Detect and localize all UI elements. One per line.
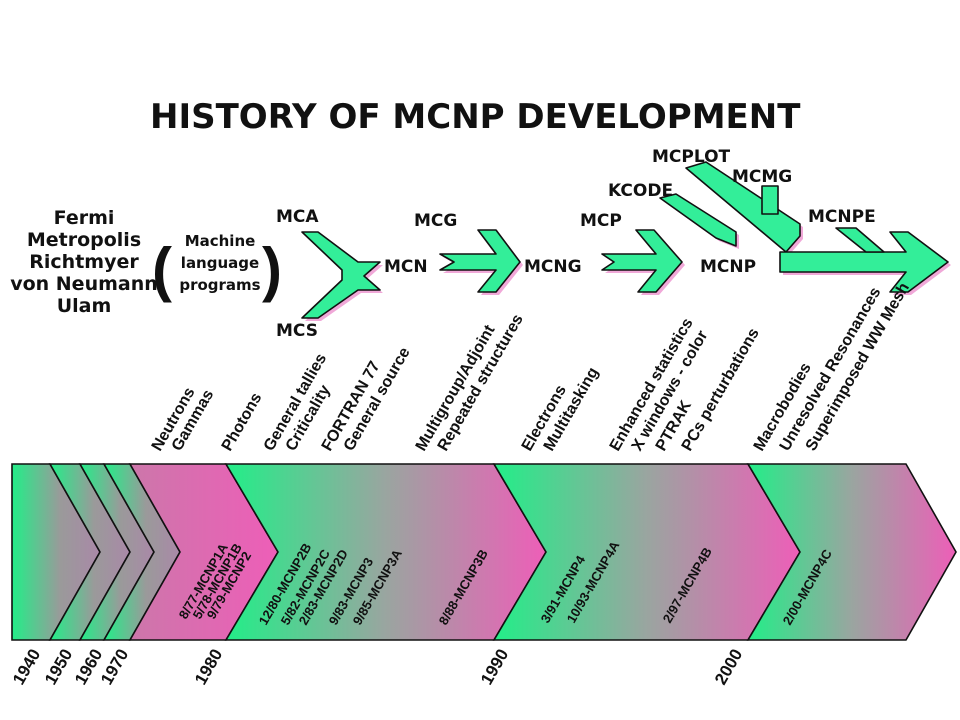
kcode-arrow [659, 193, 737, 247]
close-parenthesis: ) [262, 236, 282, 303]
pioneer-name: Fermi [54, 207, 115, 229]
code-label-mcnpe: MCNPE [808, 207, 876, 227]
open-parenthesis: ( [152, 236, 172, 303]
mcn-to-mcng-arrow [439, 229, 521, 293]
code-label-mcplot: MCPLOT [652, 147, 731, 167]
mcnpe-branch-arrow [835, 227, 885, 253]
code-label-mcnp: MCNP [700, 257, 756, 277]
machine-language-line: programs [179, 276, 260, 294]
feature-labels: Neutrons Gammas Photons General tallies … [149, 280, 913, 454]
code-label-mcg: MCG [414, 211, 457, 231]
year-label: 1940 [9, 646, 44, 688]
mcmg-arrow [761, 185, 779, 215]
machine-language-group: ( Machine language programs ) [152, 232, 282, 303]
code-label-mcn: MCN [384, 257, 428, 277]
timeline-segment-2000 [746, 463, 957, 641]
code-label-mcmg: MCMG [732, 167, 792, 187]
machine-language-line: language [181, 254, 259, 272]
code-label-kcode: KCODE [608, 181, 673, 201]
pioneer-name: von Neumann [10, 273, 158, 295]
main-trunk-arrow [779, 231, 949, 293]
year-label: 1950 [41, 646, 76, 688]
year-labels: 1940 1950 1960 1970 1980 1990 2000 [9, 646, 746, 688]
year-label: 1990 [477, 646, 512, 688]
pioneer-name: Richtmyer [29, 251, 139, 273]
pioneer-name: Metropolis [27, 229, 141, 251]
timeline-band [11, 463, 957, 641]
year-label: 1980 [191, 646, 226, 688]
code-label-mcp: MCP [580, 211, 622, 231]
code-evolution-arrows [301, 161, 951, 321]
year-label: 1970 [97, 646, 132, 688]
page-title: HISTORY OF MCNP DEVELOPMENT [150, 97, 801, 137]
feature-label: Photons [219, 390, 266, 454]
pioneer-names: Fermi Metropolis Richtmyer von Neumann U… [10, 207, 158, 317]
mca-mcs-merge-arrow [301, 231, 381, 319]
mcng-to-mcnp-arrow [601, 229, 683, 293]
machine-language-line: Machine [185, 232, 256, 250]
code-label-mcng: MCNG [524, 257, 582, 277]
code-label-mcs: MCS [276, 321, 318, 341]
pioneer-name: Ulam [57, 295, 112, 317]
code-label-mca: MCA [276, 207, 319, 227]
mcplot-arrow [685, 161, 801, 253]
code-labels: MCA MCS MCN MCG MCNG MCP MCNP KCODE MCPL… [276, 147, 876, 341]
year-label: 2000 [711, 646, 746, 688]
